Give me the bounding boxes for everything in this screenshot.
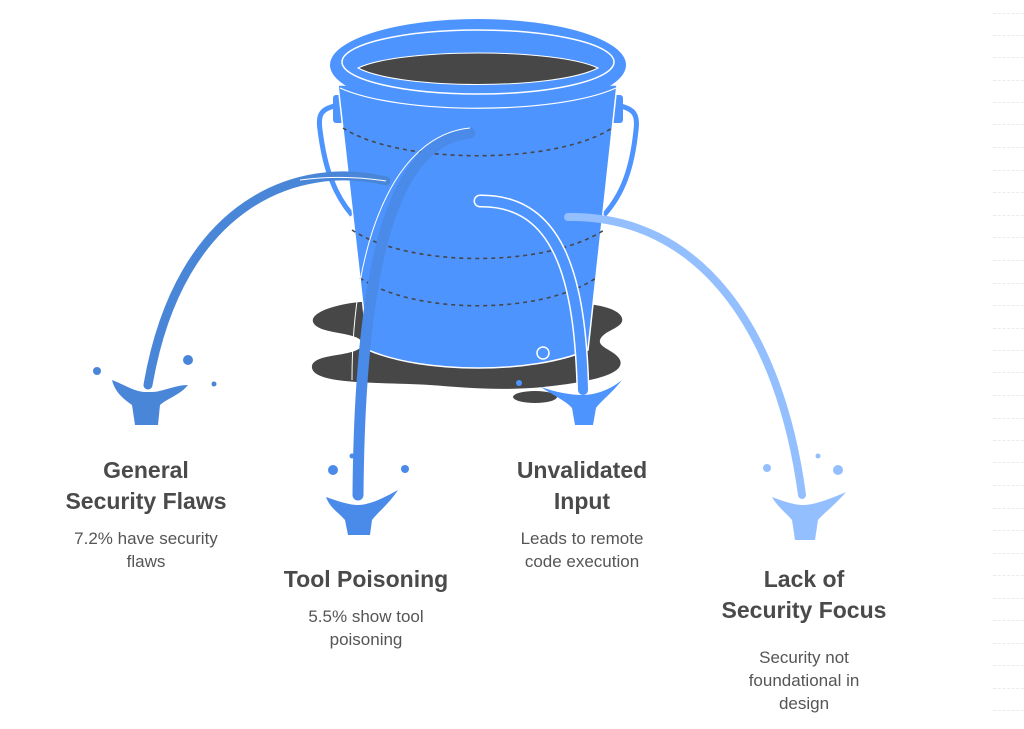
edge-rule — [993, 350, 1024, 351]
title-line: Security Flaws — [65, 488, 227, 514]
bucket-liquid — [356, 52, 600, 85]
label-tool-poisoning: Tool Poisoning 5.5% show tool poisoning — [266, 564, 466, 651]
leak-description: 5.5% show tool poisoning — [266, 605, 466, 651]
edge-rule — [993, 710, 1024, 711]
edge-rule — [993, 395, 1024, 396]
desc-line: Leads to remote — [520, 529, 644, 548]
edge-rule — [993, 643, 1024, 644]
desc-line: poisoning — [329, 630, 403, 649]
desc-line: foundational in — [748, 671, 860, 690]
splash-tool — [326, 453, 409, 535]
leak-description: 7.2% have security flaws — [46, 527, 246, 573]
stream-tool-poisoning — [351, 127, 476, 501]
edge-rule — [993, 485, 1024, 486]
edge-rule — [993, 192, 1024, 193]
stream-unvalidated-input — [473, 194, 590, 397]
title-line: Tool Poisoning — [283, 566, 449, 592]
splash-input — [541, 380, 622, 425]
edge-rule — [993, 440, 1024, 441]
edge-rule — [993, 13, 1024, 14]
edge-rule — [993, 553, 1024, 554]
stream-general-security-flaws — [143, 171, 391, 390]
leak-description: Security not foundational in design — [704, 646, 904, 715]
desc-line: 5.5% show tool — [308, 607, 424, 626]
edge-rule — [993, 508, 1024, 509]
label-general-security-flaws: General Security Flaws 7.2% have securit… — [46, 455, 246, 573]
bucket-hole — [536, 346, 550, 360]
label-unvalidated-input: Unvalidated Input Leads to remote code e… — [482, 455, 682, 573]
title-line: General — [103, 457, 189, 483]
desc-line: Security not — [759, 648, 849, 667]
bucket-ring-2 — [351, 229, 605, 260]
edge-rule — [993, 80, 1024, 81]
edge-rule — [993, 147, 1024, 148]
desc-line: 7.2% have security — [74, 529, 218, 548]
edge-rule — [993, 665, 1024, 666]
edge-rule — [993, 215, 1024, 216]
leak-description: Leads to remote code execution — [482, 527, 682, 573]
stream-lack-of-security-focus — [564, 212, 806, 499]
edge-rule — [993, 688, 1024, 689]
puddle-drop — [513, 391, 557, 403]
edge-rule — [993, 575, 1024, 576]
edge-rule — [993, 372, 1024, 373]
edge-rule — [993, 305, 1024, 306]
bucket-handle-left — [316, 102, 354, 217]
leak-title: Tool Poisoning — [266, 564, 466, 595]
splash-focus — [763, 453, 846, 540]
edge-rule — [993, 35, 1024, 36]
desc-line: code execution — [524, 552, 640, 571]
title-line: Unvalidated — [516, 457, 648, 483]
puddle-droplet — [516, 380, 522, 386]
leak-title: General Security Flaws — [46, 455, 246, 517]
edge-rule — [993, 170, 1024, 171]
bucket-rim-lower-edge — [339, 87, 617, 109]
edge-rule — [993, 283, 1024, 284]
edge-rule — [993, 260, 1024, 261]
leak-title: Unvalidated Input — [482, 455, 682, 517]
edge-rule — [993, 328, 1024, 329]
label-lack-of-security-focus: Lack of Security Focus Security not foun… — [704, 564, 904, 715]
title-line: Security Focus — [721, 597, 887, 623]
edge-rule — [993, 418, 1024, 419]
bucket-handle-right — [602, 102, 639, 217]
edge-rule — [993, 124, 1024, 125]
edge-rule — [993, 530, 1024, 531]
title-line: Lack of — [763, 566, 845, 592]
edge-rule — [993, 57, 1024, 58]
leak-title: Lack of Security Focus — [704, 564, 904, 626]
edge-rule — [993, 102, 1024, 103]
edge-rule — [993, 620, 1024, 621]
edge-rule — [993, 598, 1024, 599]
title-line: Input — [553, 488, 611, 514]
bucket-ring-1 — [342, 127, 613, 157]
desc-line: design — [778, 694, 830, 713]
splash-general — [93, 355, 217, 425]
edge-rule — [993, 462, 1024, 463]
desc-line: flaws — [126, 552, 166, 571]
edge-rule — [993, 237, 1024, 238]
